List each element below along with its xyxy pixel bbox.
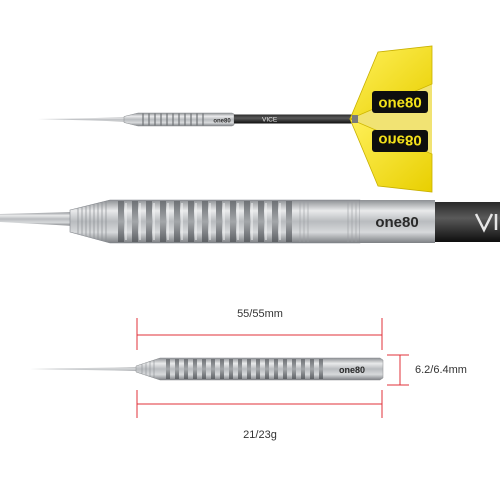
dart-large-groove-highlights (125, 203, 281, 240)
dart-large-barrel-logo-rear: one80 (375, 214, 418, 231)
dart-large-barrel-grooves (118, 201, 292, 242)
dart-small: one80 VICE one80 one80 (38, 45, 433, 193)
dart-dimensioned-grooves (166, 359, 323, 379)
dart-small-point (38, 117, 124, 122)
dart-dimensioned: one80 (30, 357, 384, 381)
dimension-diameter-label: 6.2/6.4mm (415, 364, 467, 376)
flight-logo-text: one80 (378, 95, 421, 112)
dart-small-shaft (234, 114, 354, 124)
dart-small-barrel-grooves (142, 113, 204, 126)
dart-dimensioned-front-rings (141, 360, 155, 378)
dart-dimensioned-point (30, 367, 140, 371)
dimension-weight-label: 21/23g (243, 429, 277, 441)
dimension-weight: 21/23g (136, 390, 383, 441)
dart-large-front-rings (77, 201, 107, 241)
dimension-length: 55/55mm (136, 308, 383, 350)
dimension-diameter: 6.2/6.4mm (387, 354, 467, 386)
dart-small-shaft-brand: VICE (262, 117, 278, 124)
dart-small-flight: one80 one80 (349, 45, 433, 193)
dart-small-barrel-logo: one80 (213, 119, 231, 125)
flight-logo-text-mirrored: one80 (378, 132, 421, 149)
dart-large-barrel (69, 199, 361, 244)
dart-large: one80 one80 (0, 199, 500, 244)
dart-dimensioned-barrel-logo: one80 (339, 365, 365, 375)
dart-large-rear-rings (299, 201, 357, 242)
dart-large-point (0, 212, 75, 226)
flight-logo-badge (372, 91, 428, 113)
dimension-length-label: 55/55mm (237, 308, 283, 320)
vice-logo-icon (474, 213, 498, 233)
dart-large-shaft (435, 202, 500, 242)
dart-large-barrel-rear (360, 200, 435, 243)
dart-small-shaft-ring (352, 115, 358, 123)
